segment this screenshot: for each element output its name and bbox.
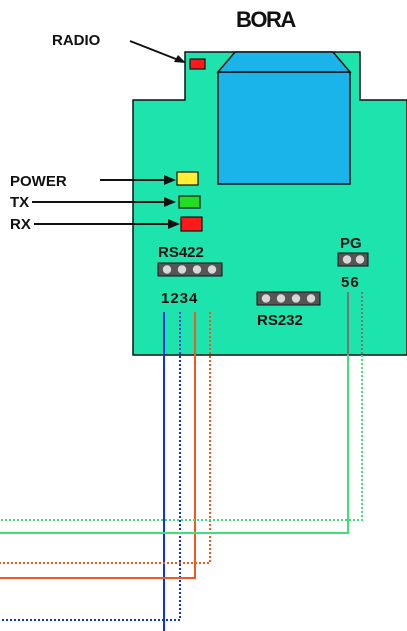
power-label: POWER [10,173,67,190]
radio-label: RADIO [52,32,101,49]
radio-arrow [129,40,182,62]
tx-label: TX [10,194,29,211]
led-power [176,171,199,186]
rx-arrowhead [168,219,180,229]
rs232-connector [256,291,321,306]
wire-pin-3-orange-solid [0,312,196,579]
led-radio [189,58,206,70]
rs422-label: RS422 [158,244,204,261]
power-arrowhead [164,175,176,185]
rs232-label: RS232 [257,312,303,329]
rx-label: RX [10,216,31,233]
led-rx [180,216,203,232]
board-title: BORA [236,7,296,32]
pg-pin-numbers: 56 [341,274,360,291]
tx-arrowhead [164,197,176,207]
led-tx [178,195,201,209]
rs422-pin-numbers: 1234 [161,290,198,307]
wire-pin-5-green-solid [0,355,349,534]
radio-arrowhead [174,55,186,63]
wire-pin-6-green-dotted [0,355,363,521]
wire-pin-2-blue-dotted [0,312,181,621]
rs422-connector [157,262,223,277]
pg-label: PG [340,235,362,252]
radio-module [216,51,352,185]
pg-connector [337,252,369,267]
